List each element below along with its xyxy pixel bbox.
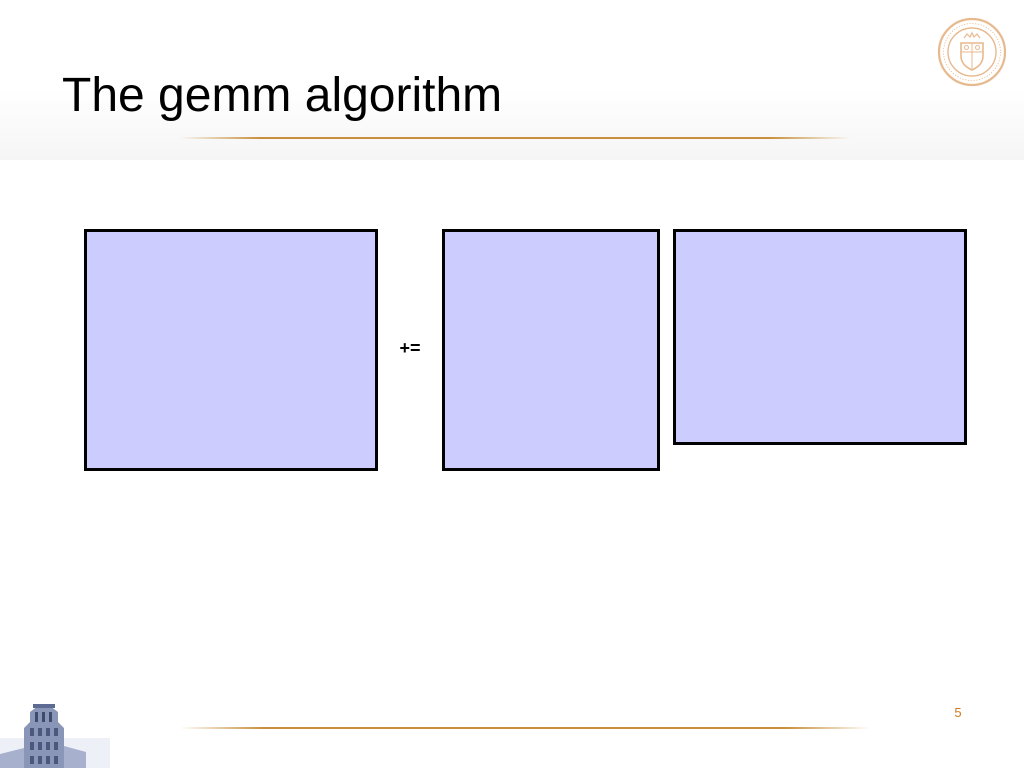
- header-background: [0, 0, 1024, 160]
- title-divider: [180, 137, 850, 139]
- plus-equals-operator: +=: [399, 338, 421, 358]
- matrix-b: [673, 229, 967, 445]
- university-seal-icon: [937, 17, 1007, 87]
- slide-title: The gemm algorithm: [62, 69, 503, 122]
- tower-building-icon: [0, 704, 110, 768]
- page-number: 5: [954, 705, 962, 720]
- matrix-c: [84, 229, 378, 471]
- footer-divider: [180, 727, 870, 729]
- matrix-a: [442, 229, 660, 471]
